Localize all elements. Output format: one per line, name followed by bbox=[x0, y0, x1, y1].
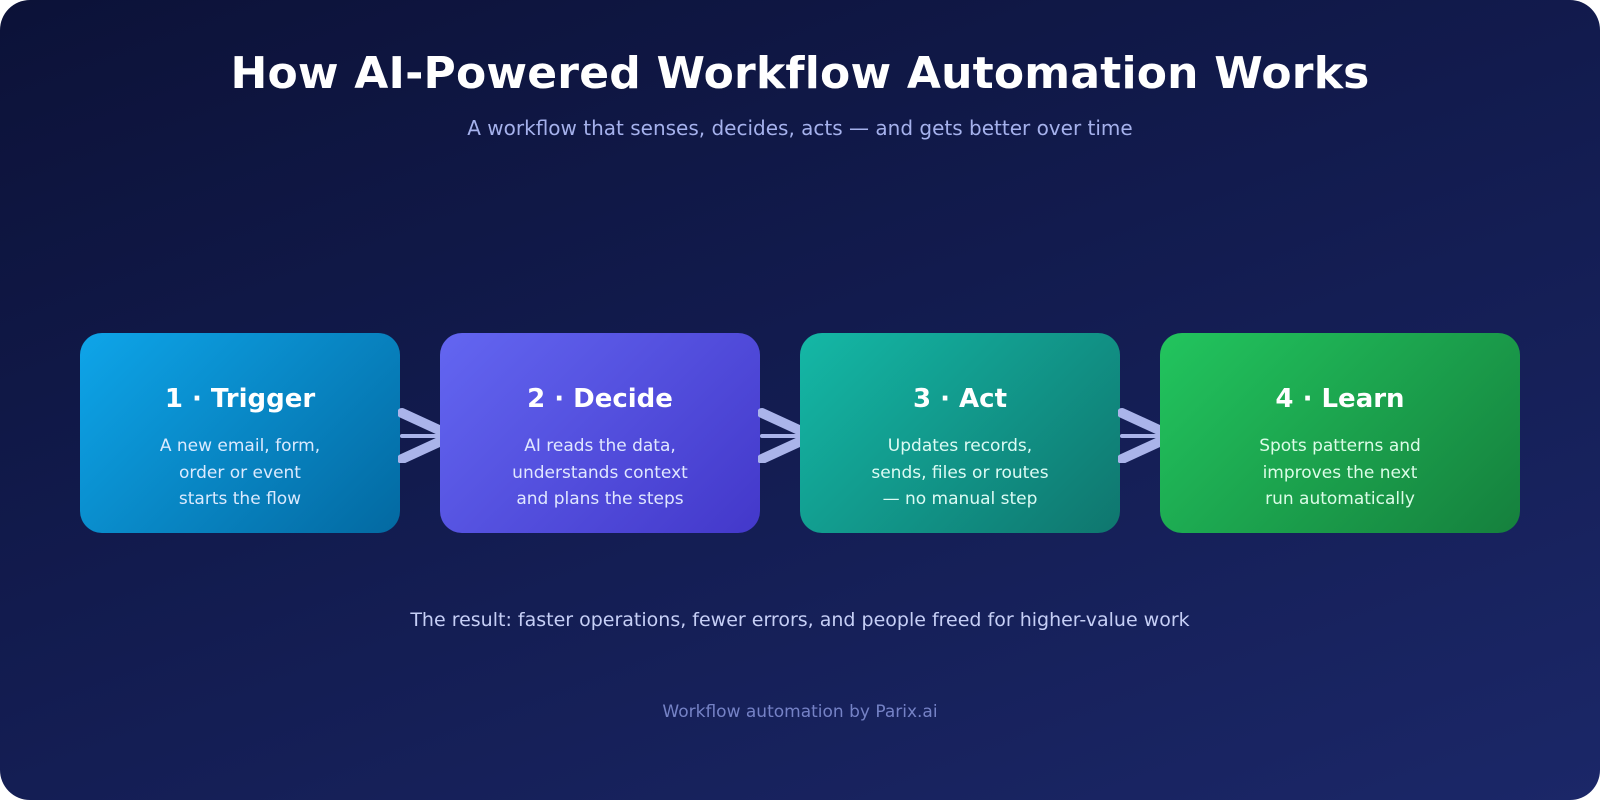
step-card-act: 3 · Act Updates records, sends, files or… bbox=[800, 333, 1120, 533]
step-description-line: order or event bbox=[179, 462, 301, 483]
step-card-learn: 4 · Learn Spots patterns and improves th… bbox=[1160, 333, 1520, 533]
step-description: AI reads the data, understands context a… bbox=[460, 433, 740, 513]
step-description-line: sends, files or routes bbox=[871, 462, 1049, 483]
step-description: Updates records, sends, files or routes … bbox=[820, 433, 1100, 513]
step-description-line: run automatically bbox=[1265, 489, 1415, 509]
step-description-line: understands context bbox=[512, 462, 688, 483]
step-title: 1 · Trigger bbox=[164, 384, 316, 414]
step-description: Spots patterns and improves the next run… bbox=[1180, 433, 1500, 513]
page-subtitle: A workflow that senses, decides, acts — … bbox=[467, 116, 1133, 140]
footer-credit: Workflow automation by Parix.ai bbox=[662, 702, 938, 722]
step-description-line: Updates records, bbox=[887, 436, 1033, 456]
step-description-line: starts the flow bbox=[178, 489, 302, 509]
step-title: 3 · Act bbox=[912, 384, 1008, 414]
step-description-line: A new email, form, bbox=[159, 436, 321, 456]
step-description-line: Spots patterns and bbox=[1259, 436, 1421, 456]
step-description: A new email, form, order or event starts… bbox=[100, 433, 380, 513]
step-description-line: — no manual step bbox=[882, 489, 1038, 509]
step-description-line: and plans the steps bbox=[516, 489, 684, 509]
step-card-decide: 2 · Decide AI reads the data, understand… bbox=[440, 333, 760, 533]
page-title: How AI-Powered Workflow Automation Works bbox=[230, 48, 1370, 99]
step-card-trigger: 1 · Trigger A new email, form, order or … bbox=[80, 333, 400, 533]
step-description-line: AI reads the data, bbox=[524, 436, 676, 456]
step-title: 2 · Decide bbox=[527, 384, 673, 414]
step-description-line: improves the next bbox=[1262, 462, 1418, 483]
result-summary: The result: faster operations, fewer err… bbox=[410, 609, 1190, 631]
step-title: 4 · Learn bbox=[1275, 384, 1405, 414]
